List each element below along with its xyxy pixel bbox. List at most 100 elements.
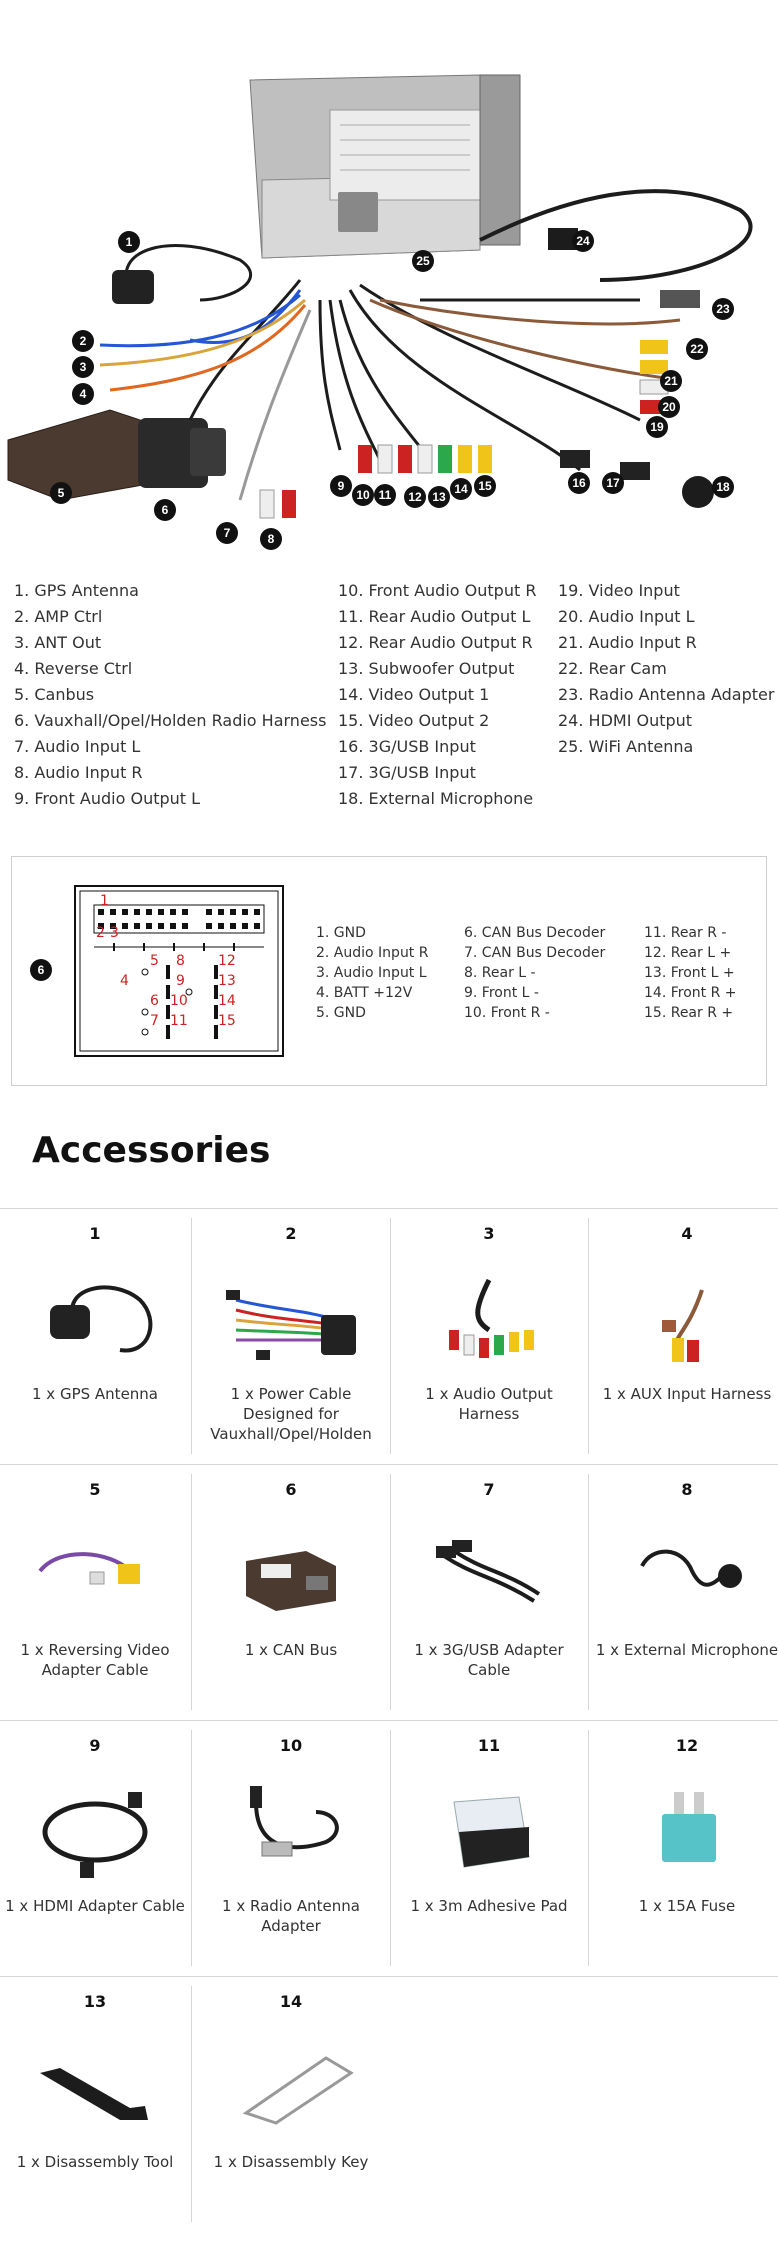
accessory-card: 9 1 x HDMI Adapter Cable: [0, 1728, 194, 1968]
callout-11: 11: [374, 484, 396, 506]
pin-number: 10: [170, 993, 188, 1009]
callout-2: 2: [72, 330, 94, 352]
pin-label: 13. Front L +: [644, 965, 735, 981]
accessory-label: 1 x 15A Fuse: [638, 1897, 736, 1915]
accessory-card: 11 1 x 3m Adhesive Pad: [390, 1728, 588, 1968]
pin-number: 5: [150, 953, 159, 969]
divider: [390, 1474, 391, 1710]
pinout-column-2: 6. CAN Bus Decoder 7. CAN Bus Decoder 8.…: [464, 923, 605, 1023]
pin-label: 14. Front R +: [644, 985, 737, 1001]
accessory-label: 1 x 3G/USB Adapter Cable: [414, 1641, 564, 1679]
audio-harness-icon: [449, 1278, 534, 1358]
accessory-label: 1 x Disassembly Tool: [16, 2153, 174, 2171]
legend-column-1: 1. GPS Antenna 2. AMP Ctrl 3. ANT Out 4.…: [14, 578, 326, 812]
accessory-card: 14 1 x Disassembly Key: [192, 1984, 390, 2224]
callout-21: 21: [660, 370, 682, 392]
accessory-label: 1 x GPS Antenna: [32, 1385, 158, 1403]
accessory-number: 9: [89, 1736, 101, 1755]
divider: [0, 1208, 778, 1209]
pin-number: 11: [170, 1013, 188, 1029]
accessory-card: 5 1 x Reversing Video Adapter Cable: [0, 1472, 194, 1712]
accessory-label: 1 x Power Cable Designed for Vauxhall/Op…: [210, 1385, 372, 1443]
callout-16: 16: [568, 472, 590, 494]
accessory-number: 8: [681, 1480, 693, 1499]
accessory-number: 5: [89, 1480, 101, 1499]
accessory-card: 13 1 x Disassembly Tool: [0, 1984, 194, 2224]
pin-label: 6. CAN Bus Decoder: [464, 925, 606, 941]
divider: [390, 1730, 391, 1966]
power-cable-icon: [226, 1290, 356, 1360]
callout-8: 8: [260, 528, 282, 550]
usb-cable-icon: [436, 1540, 541, 1603]
pinout-panel: 6 1 2 3 4 5 6 7 8: [11, 856, 767, 1086]
callout-19: 19: [646, 416, 668, 438]
divider: [588, 1730, 589, 1966]
accessory-label: 1 x Radio Antenna Adapter: [222, 1897, 360, 1935]
accessory-card: 4 1 x AUX Input Harness: [588, 1216, 778, 1456]
pin-number: 12: [218, 953, 236, 969]
accessory-card: 2 1 x Power Cable Designed for Vauxhall/…: [192, 1216, 390, 1456]
gps-antenna-icon: [50, 1285, 153, 1353]
accessory-card: 12 1 x 15A Fuse: [588, 1728, 778, 1968]
accessory-label: 1 x External Microphone: [595, 1641, 778, 1659]
accessory-card: 1 1 x GPS Antenna: [0, 1216, 194, 1456]
pin-number: 1: [100, 893, 109, 909]
accessory-number: 12: [675, 1736, 699, 1755]
legend-item: 1. GPS Antenna: [14, 581, 139, 600]
pin-number: 2: [96, 925, 105, 941]
removal-key-icon: [242, 2056, 354, 2125]
callout-13: 13: [428, 486, 450, 508]
adhesive-pad-icon: [453, 1796, 530, 1868]
divider: [191, 1474, 192, 1710]
legend-item: 25. WiFi Antenna: [558, 737, 694, 756]
accessory-number: 13: [83, 1992, 107, 2011]
pin-number: 6: [150, 993, 159, 1009]
iso-connector-diagram: [74, 885, 284, 1057]
divider: [0, 1976, 778, 1977]
accessory-card: 10 1 x Radio Antenna Adapter: [192, 1728, 390, 1968]
divider: [588, 1474, 589, 1710]
accessory-label: 1 x Reversing Video Adapter Cable: [20, 1641, 170, 1679]
callout-23: 23: [712, 298, 734, 320]
legend-column-3: 19. Video Input 20. Audio Input L 21. Au…: [558, 578, 774, 760]
legend-item: 21. Audio Input R: [558, 633, 697, 652]
divider: [390, 1218, 391, 1454]
pin-label: 2. Audio Input R: [316, 945, 429, 961]
legend-item: 3. ANT Out: [14, 633, 102, 652]
accessory-number: 3: [483, 1224, 495, 1243]
callout-5: 5: [50, 482, 72, 504]
accessory-label: 1 x Disassembly Key: [213, 2153, 369, 2171]
callout-10: 10: [352, 484, 374, 506]
legend-item: 19. Video Input: [558, 581, 680, 600]
pin-number: 7: [150, 1013, 159, 1029]
pin-label: 5. GND: [316, 1005, 366, 1021]
legend-item: 8. Audio Input R: [14, 763, 143, 782]
pin-label: 8. Rear L -: [464, 965, 536, 981]
pin-label: 7. CAN Bus Decoder: [464, 945, 606, 961]
wiring-diagram: 1 2 3 4 5 6 7 8 9 10 11 12 13 14 15 16 1…: [0, 0, 778, 560]
divider: [0, 1720, 778, 1721]
divider: [588, 1218, 589, 1454]
accessory-number: 4: [681, 1224, 693, 1243]
accessory-label: 1 x 3m Adhesive Pad: [410, 1897, 568, 1915]
legend-item: 16. 3G/USB Input: [338, 737, 476, 756]
callout-18: 18: [712, 476, 734, 498]
pin-number: 4: [120, 973, 129, 989]
legend-item: 4. Reverse Ctrl: [14, 659, 133, 678]
accessory-number: 7: [483, 1480, 495, 1499]
pin-number: 3: [110, 925, 119, 941]
fuse-icon: [662, 1792, 716, 1862]
pinout-column-3: 11. Rear R - 12. Rear L + 13. Front L + …: [644, 923, 736, 1023]
reversing-cable-icon: [38, 1552, 140, 1585]
legend-item: 7. Audio Input L: [14, 737, 141, 756]
accessory-card: 3 1 x Audio Output Harness: [390, 1216, 588, 1456]
callout-7: 7: [216, 522, 238, 544]
callout-12: 12: [404, 486, 426, 508]
callout-22: 22: [686, 338, 708, 360]
pin-label: 10. Front R -: [464, 1005, 550, 1021]
pin-label: 15. Rear R +: [644, 1005, 734, 1021]
callout-1: 1: [118, 231, 140, 253]
legend-item: 15. Video Output 2: [338, 711, 490, 730]
pry-tool-icon: [40, 2068, 148, 2120]
callout-17: 17: [602, 472, 624, 494]
